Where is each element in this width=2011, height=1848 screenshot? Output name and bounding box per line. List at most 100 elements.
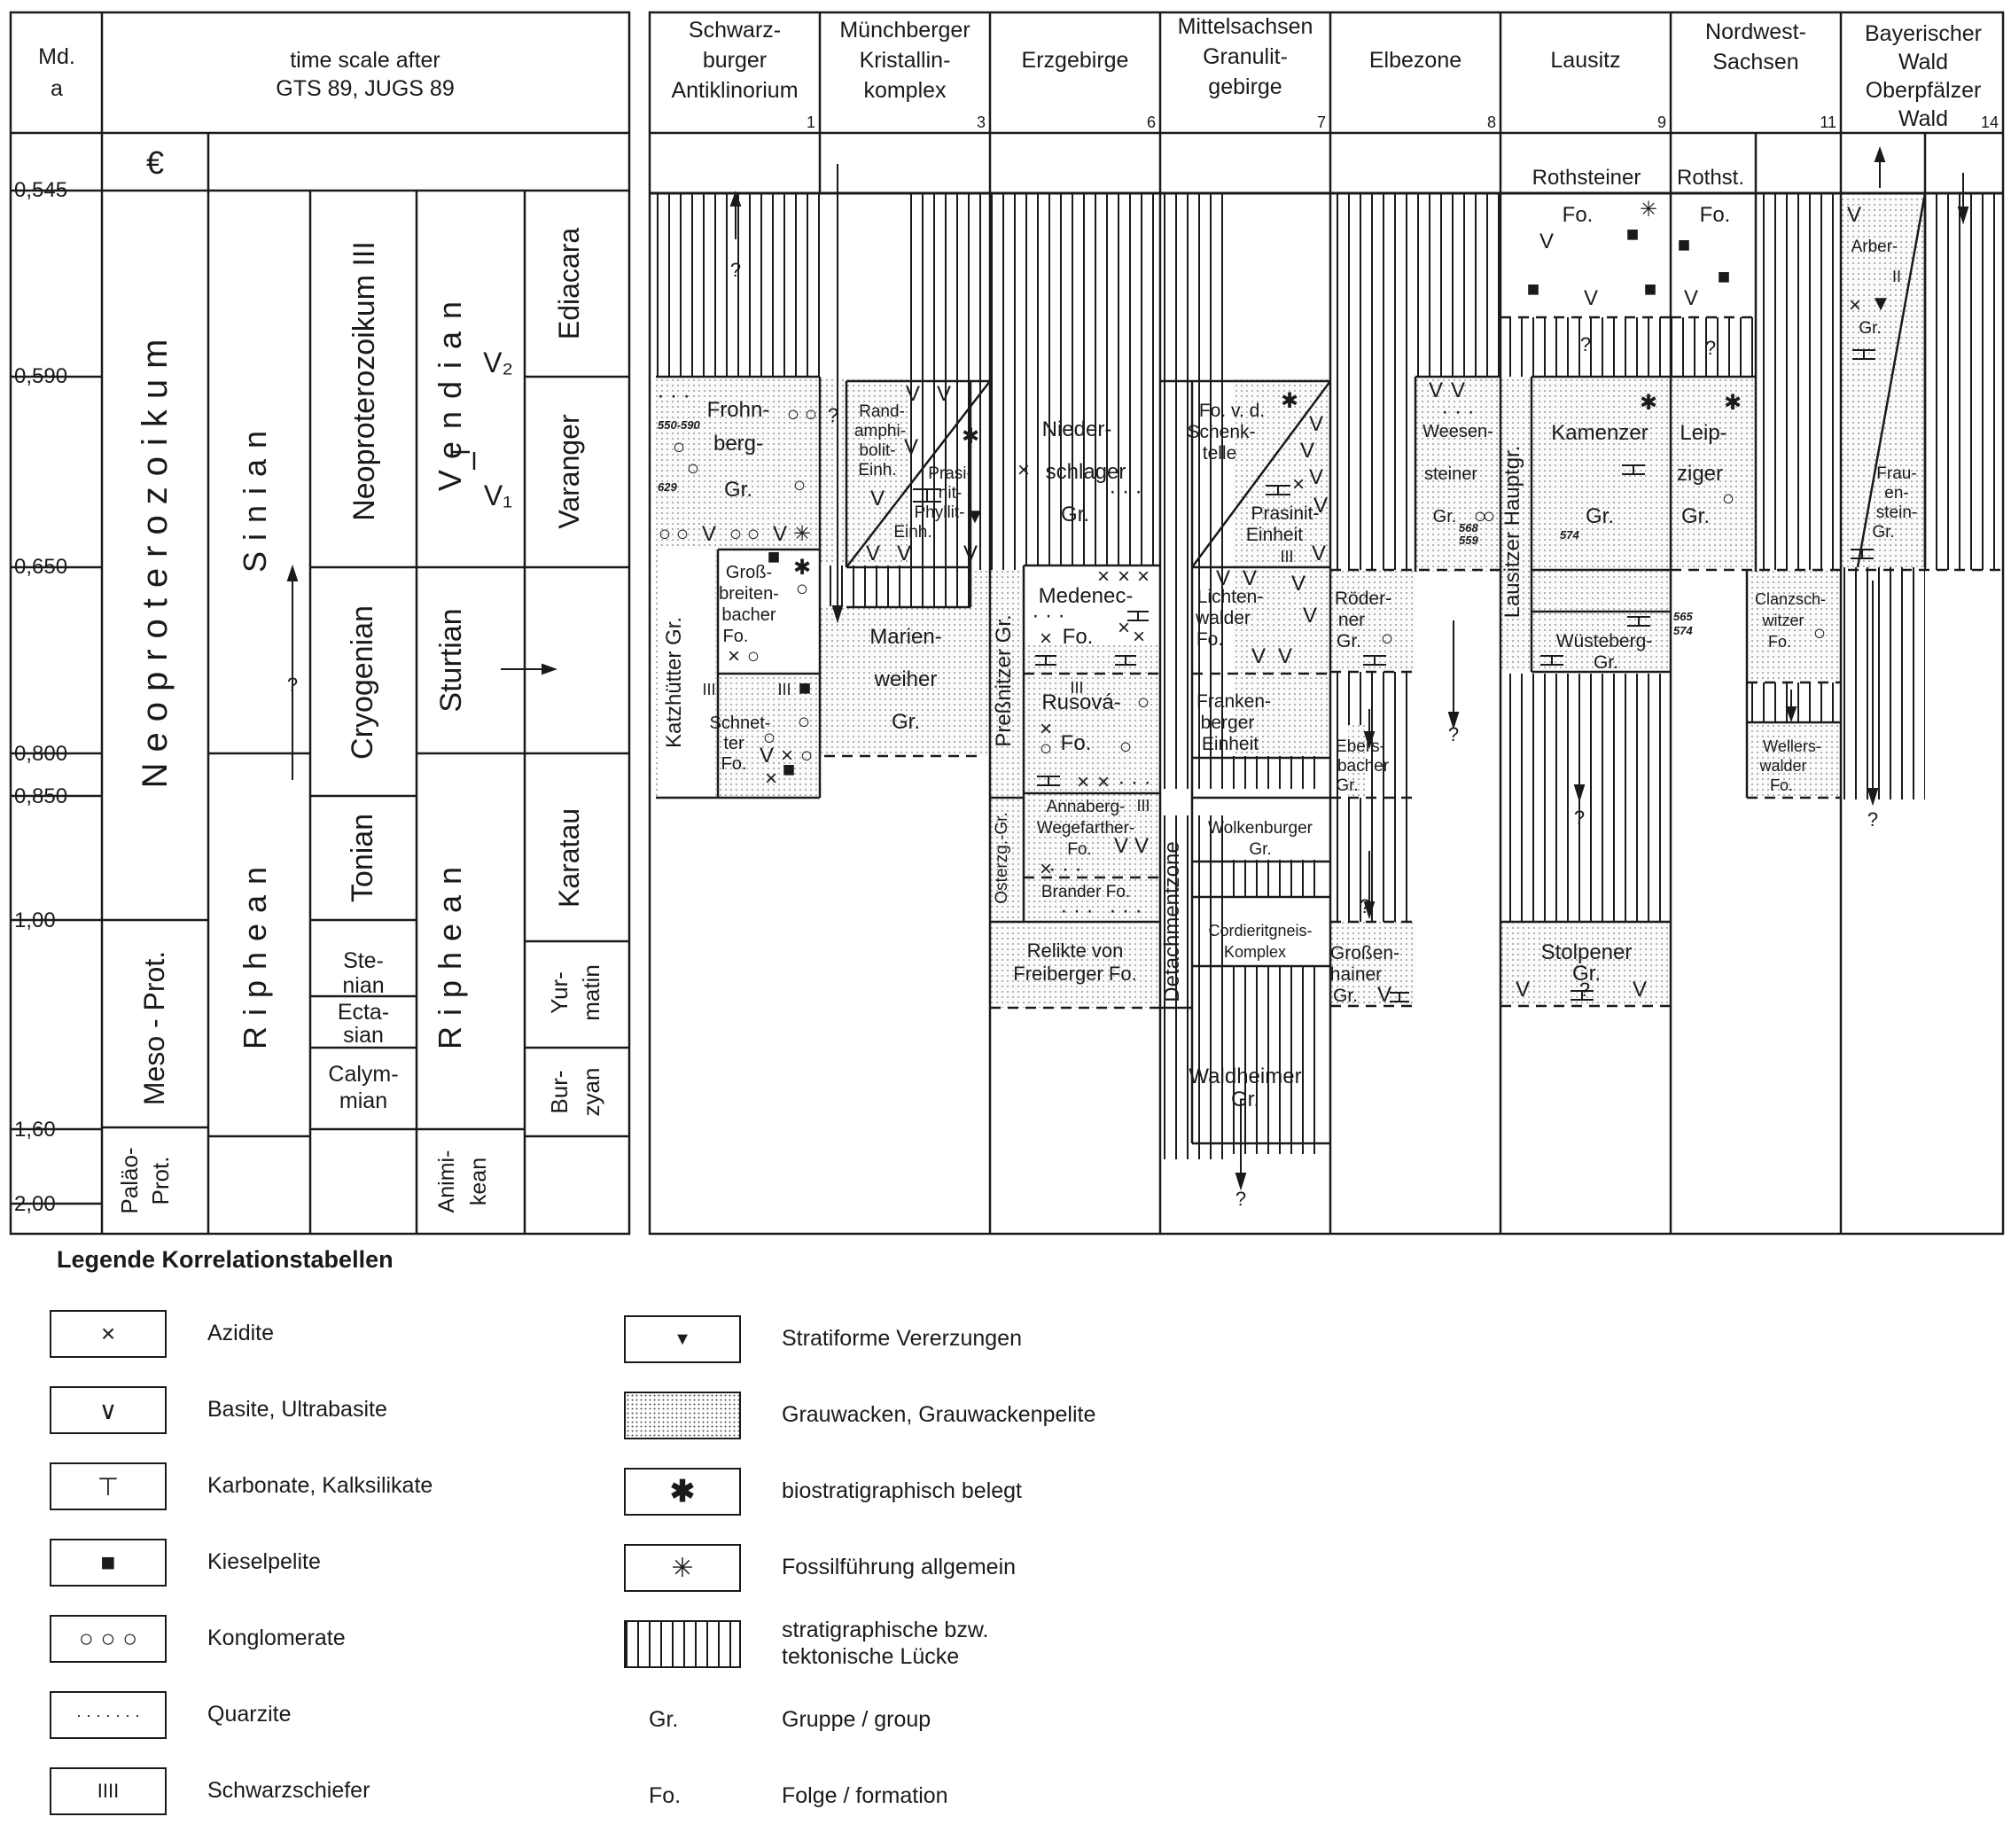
- unit-lichtenwalder-1: Lichten-: [1197, 587, 1264, 607]
- palaeoprot-label-1: Paläo-: [116, 1147, 143, 1213]
- legend-label: biostratigraphisch belegt: [782, 1478, 1022, 1503]
- region-7-line1: Mittelsachsen: [1178, 14, 1313, 39]
- chert-symbol: ■: [1644, 277, 1657, 301]
- unit-prasinit-phyllit-2: nit-: [939, 484, 962, 503]
- basite-symbol: V: [1291, 572, 1306, 596]
- question-mark: ?: [1705, 337, 1716, 359]
- question-mark: ?: [1448, 723, 1459, 745]
- basite-symbol: V: [773, 522, 787, 546]
- tick-0800: 0,800: [14, 742, 67, 766]
- cryogenian-label: Cryogenian: [346, 605, 379, 760]
- unit-grossenhainer-1: Großen-: [1330, 943, 1399, 963]
- region-1-line1: Schwarz-: [689, 18, 781, 43]
- chert-symbol: ■: [768, 545, 781, 569]
- unit-kamenzer-2: Gr.: [1586, 504, 1614, 528]
- unit-niederschlager-3: Gr.: [1061, 503, 1089, 526]
- greywacke-icon: [624, 1392, 741, 1439]
- legend-label: stratigraphische bzw. tektonische Lücke: [782, 1617, 988, 1670]
- age-label-unit: a: [51, 76, 63, 101]
- annotation-550-590: 550-590: [658, 418, 700, 432]
- question-mark: ?: [1580, 333, 1591, 355]
- conglomerate-symbol: ○: [659, 522, 672, 546]
- basite-symbol: V: [1303, 604, 1317, 628]
- cambrian-label: €: [146, 144, 164, 181]
- region-14-line3: Oberpfälzer: [1866, 78, 1982, 103]
- basite-symbol: V: [1633, 978, 1647, 1002]
- acidite-symbol: ×: [1292, 472, 1305, 496]
- unit-weesensteiner-3: Gr.: [1433, 507, 1457, 526]
- acidite-symbol: ×: [1077, 770, 1089, 794]
- tick-200: 2,00: [14, 1192, 56, 1216]
- unit-cordieritgneis-1: Cordieritgneis-: [1208, 922, 1312, 940]
- unit-schnetter-1: Schnet-: [710, 713, 771, 733]
- unit-arber-2: Gr.: [1859, 319, 1881, 338]
- unit-annaberg-2: Wegefarther-: [1037, 819, 1135, 838]
- neoproterozoikum-label: Neoproterozoikum: [136, 329, 175, 789]
- legend-label: Karbonate, Kalksilikate: [207, 1473, 433, 1498]
- region-3-line3: komplex: [863, 78, 947, 103]
- basite-symbol: V: [897, 542, 911, 565]
- unit-medenec-2: Fo.: [1063, 625, 1094, 649]
- legend-label: Grauwacken, Grauwackenpelite: [782, 1402, 1096, 1427]
- region-14-line2: Wald: [1898, 50, 1948, 74]
- black-shale-symbol: III: [702, 681, 715, 698]
- unit-wellerswalder-3: Fo.: [1770, 776, 1793, 794]
- conglomerate-symbol: ○: [787, 402, 800, 426]
- unit-medenec-1: Medenec-: [1039, 584, 1134, 608]
- black-shale-symbol: III: [777, 681, 791, 698]
- unit-weesensteiner-1: Weesen-: [1423, 422, 1493, 441]
- legend-label-line: stratigraphische bzw.: [782, 1618, 989, 1642]
- basite-symbol: V: [1451, 378, 1465, 402]
- black-shale-symbol: III: [1136, 797, 1150, 815]
- unit-grossenhainer-2: hainer: [1330, 964, 1382, 985]
- carbonate-icon: ⊤: [50, 1462, 167, 1510]
- age-label: Md.: [38, 44, 75, 69]
- unit-rothsteiner-1: Rothsteiner: [1532, 166, 1641, 190]
- unit-brander: Brander Fo.: [1041, 883, 1130, 901]
- unit-rusova-2: Fo.: [1061, 731, 1092, 755]
- basite-symbol: V: [906, 382, 920, 406]
- timescale-title: time scale after: [290, 48, 440, 73]
- basite-symbol: V: [1251, 644, 1266, 668]
- question-mark: ?: [828, 404, 838, 426]
- yurmatin-label-1: Yur-: [546, 971, 573, 1014]
- acidite-symbol: ×: [1118, 616, 1130, 640]
- biostratigraphy-symbol: ✱: [1724, 391, 1742, 415]
- acidite-symbol: ×: [1849, 293, 1861, 317]
- region-9-number: 9: [1657, 113, 1666, 131]
- basite-symbol: V: [1847, 203, 1861, 227]
- unit-frohnberg-3: Gr.: [724, 478, 752, 502]
- unit-relikte-1: Relikte von: [1027, 940, 1124, 962]
- annotation-629: 629: [658, 480, 677, 494]
- yurmatin-label-2: matin: [578, 964, 604, 1021]
- unit-frohnberg-2: berg-: [713, 432, 763, 456]
- biostratigraphy-icon: ✱: [624, 1468, 741, 1516]
- basite-symbol: V: [1243, 566, 1257, 590]
- legend-label: Gruppe / group: [782, 1707, 931, 1732]
- sturtian-label: Sturtian: [434, 608, 468, 712]
- unit-roederner-3: Gr.: [1337, 631, 1361, 651]
- conglomerate-symbol: ○: [747, 522, 760, 546]
- age-ticks: [11, 189, 102, 1205]
- basite-symbol: V: [1309, 412, 1323, 436]
- v2-label: V₂: [483, 347, 513, 378]
- unit-wolkenburger-1: Wolkenburger: [1208, 819, 1313, 838]
- unit-randamphibolit-2: amphi-: [854, 422, 906, 441]
- tick-0850: 0,850: [14, 784, 67, 808]
- basite-symbol: V: [1216, 566, 1230, 590]
- quartzite-symbol: · · ·: [1060, 899, 1093, 923]
- v1-label: V₁: [484, 480, 512, 511]
- unit-marienweiher-2: weiher: [874, 667, 938, 691]
- tick-0545: 0,545: [14, 178, 67, 202]
- unit-rothsteiner-2: Fo.: [1563, 203, 1594, 227]
- region-3-line1: Münchberger: [839, 18, 970, 43]
- legend-label-line: tektonische Lücke: [782, 1644, 960, 1669]
- chert-symbol: ■: [1527, 277, 1540, 301]
- region-1-line3: Antiklinorium: [671, 78, 798, 103]
- region-14-line1: Bayerischer: [1865, 21, 1982, 46]
- conglomerate-symbol: ○: [1722, 487, 1735, 511]
- unit-grossbreitenbacher-1: Groß-: [726, 563, 772, 582]
- quartzite-icon: · · · · · · ·: [50, 1691, 167, 1739]
- basite-symbol: V: [866, 542, 880, 565]
